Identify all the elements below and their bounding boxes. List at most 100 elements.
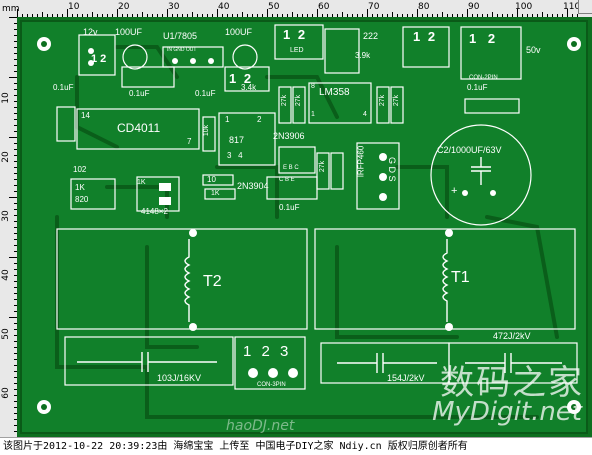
- ruler-tick: [402, 14, 403, 17]
- left-ruler: 10 20 30 40 50 60: [0, 17, 18, 437]
- connector-mid-outline: [274, 24, 324, 60]
- led-area-outline: [324, 28, 360, 74]
- ruler-tick: [517, 9, 518, 17]
- diode-body-b: [159, 197, 171, 205]
- ruler-label: 80: [418, 2, 430, 12]
- label-7805: U1/7805: [163, 31, 198, 41]
- ruler-tick: [172, 14, 173, 17]
- label-1k-c: 1K: [211, 190, 220, 197]
- ruler-label: 10: [68, 2, 80, 12]
- ruler-tick: [14, 143, 17, 144]
- label-pin4: 4: [363, 111, 367, 118]
- label-4148: 4148×2: [141, 207, 168, 216]
- ruler-tick: [287, 14, 288, 17]
- ruler-tick: [14, 245, 17, 246]
- ruler-tick: [14, 293, 17, 294]
- ruler-tick: [92, 12, 93, 17]
- label-01uf-b: 0.1uF: [129, 89, 150, 98]
- ruler-unit: mm: [2, 4, 20, 14]
- ruler-tick: [422, 14, 423, 17]
- resistor-10-outline: [202, 174, 234, 186]
- ruler-tick: [27, 14, 28, 17]
- label-472j: 472J/2kV: [493, 331, 531, 341]
- ruler-label: 60: [318, 2, 330, 12]
- ruler-tick: [14, 263, 17, 264]
- ruler-tick: [532, 14, 533, 17]
- ruler-tick: [87, 14, 88, 17]
- ruler-tick: [397, 14, 398, 17]
- ruler-tick: [14, 95, 17, 96]
- ruler-tick: [14, 365, 17, 366]
- transformer-t2-outline: [56, 228, 308, 330]
- ruler-tick: [14, 401, 17, 402]
- ruler-tick: [42, 12, 43, 17]
- ruler-tick: [357, 14, 358, 17]
- label-3-4k: 3.4k: [241, 83, 257, 92]
- ruler-tick: [37, 14, 38, 17]
- ruler-tick: [14, 161, 17, 162]
- ruler-tick: [112, 14, 113, 17]
- ruler-label: 20: [118, 2, 130, 12]
- ruler-tick: [14, 275, 17, 276]
- label-12v: 12v: [83, 27, 98, 37]
- ruler-tick: [14, 221, 17, 222]
- ruler-tick: [167, 9, 168, 17]
- ruler-tick: [262, 14, 263, 17]
- ruler-tick: [332, 14, 333, 17]
- ruler-tick: [14, 269, 17, 270]
- label-con2pin: CON-2PIN: [469, 75, 498, 81]
- label-t1: T1: [451, 269, 470, 286]
- label-103j: 103J/16KV: [157, 373, 202, 383]
- label-j-mid2: 1 2: [229, 71, 252, 86]
- capacitor-symbols: [77, 157, 562, 373]
- ic-lm358-outline: [308, 82, 372, 124]
- ruler-tick: [527, 14, 528, 17]
- ruler-tick: [537, 14, 538, 17]
- ruler-tick: [14, 167, 17, 168]
- pcb-board[interactable]: [17, 17, 592, 437]
- ruler-tick: [362, 14, 363, 17]
- ruler-tick: [492, 12, 493, 17]
- label-222: 222: [363, 31, 379, 41]
- ruler-tick: [14, 389, 17, 390]
- ruler-tick: [14, 215, 17, 216]
- ruler-tick: [14, 23, 17, 24]
- ruler-tick: [182, 14, 183, 17]
- ruler-tick: [487, 14, 488, 17]
- label-c2: C2/1000UF/63V: [437, 145, 502, 155]
- ruler-tick: [337, 14, 338, 17]
- ruler-tick: [9, 77, 17, 78]
- ruler-tick: [14, 149, 17, 150]
- ruler-tick: [14, 359, 17, 360]
- ruler-tick: [482, 14, 483, 17]
- ruler-tick: [14, 323, 17, 324]
- ruler-tick: [242, 12, 243, 17]
- label-j-left: 1 2: [91, 53, 107, 65]
- ruler-tick: [127, 14, 128, 17]
- label-j-right: 1 2: [413, 29, 436, 44]
- ruler-label: 40: [218, 2, 230, 12]
- label-27k-a: 27k: [281, 94, 289, 107]
- ruler-tick: [192, 12, 193, 17]
- connector-12v-outline: [78, 34, 116, 76]
- ruler-tick: [14, 305, 17, 306]
- ruler-tick: [522, 14, 523, 17]
- component-pads: [88, 48, 496, 378]
- ruler-tick: [252, 14, 253, 17]
- label-pin-34: 3 4: [227, 151, 243, 160]
- ruler-tick: [132, 14, 133, 17]
- label-pin-1b: 1: [225, 115, 230, 124]
- label-j-mid: 1 2: [283, 27, 306, 42]
- cap-100uf-left-outline: [122, 44, 148, 70]
- ruler-tick: [547, 14, 548, 17]
- ruler-corner-button[interactable]: [578, 0, 592, 14]
- ruler-tick: [327, 14, 328, 17]
- ruler-tick: [197, 14, 198, 17]
- ruler-tick: [97, 14, 98, 17]
- ruler-tick: [507, 14, 508, 17]
- ruler-tick: [147, 14, 148, 17]
- ruler-tick: [212, 14, 213, 17]
- ruler-tick: [152, 14, 153, 17]
- watermark-cn: 数码之家: [440, 363, 584, 403]
- ruler-tick: [572, 14, 573, 17]
